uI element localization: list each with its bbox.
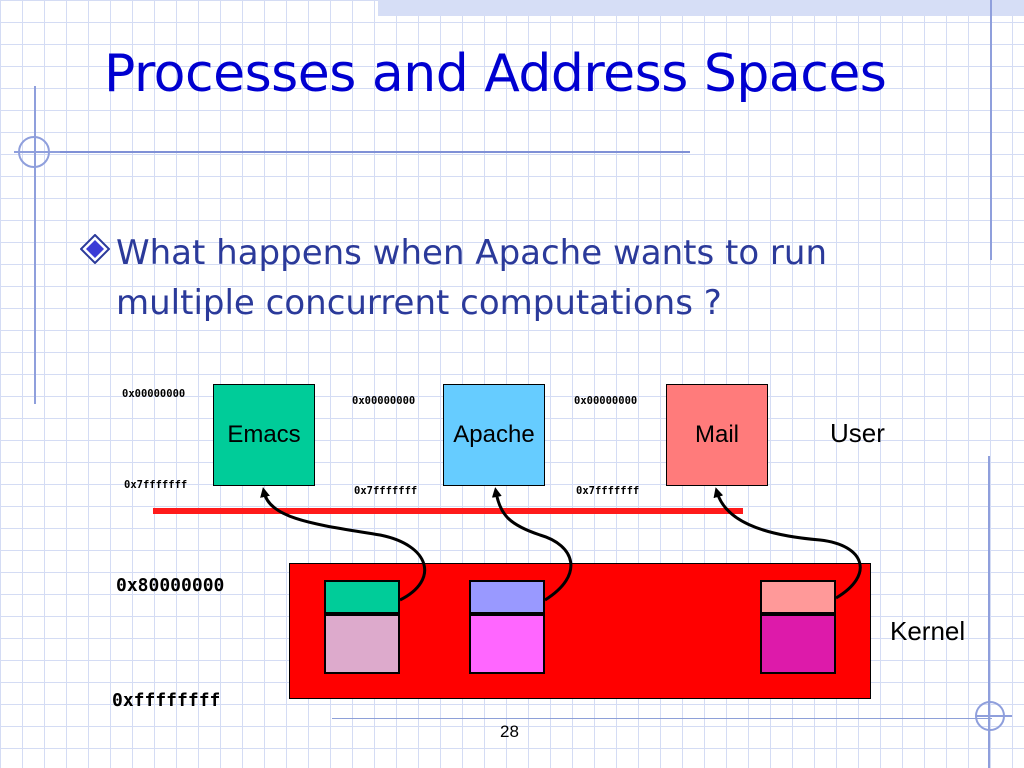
decor-vline-left [34, 86, 36, 404]
apache-addr-end: 0x7fffffff [354, 485, 418, 497]
decor-vline-right-lower [988, 456, 990, 768]
emacs-process-box: Emacs [213, 384, 315, 486]
diamond-bullet-icon [80, 234, 110, 264]
user-kernel-divider [153, 508, 743, 514]
arrow-apache [491, 487, 573, 602]
apache-addr-start: 0x00000000 [352, 395, 416, 407]
bullet-text: What happens when Apache wants to run mu… [116, 233, 828, 323]
kernel-page-emacs-bottom [324, 614, 400, 674]
emacs-addr-start: 0x00000000 [122, 388, 186, 400]
top-band [378, 0, 1024, 16]
kernel-start-addr: 0x80000000 [116, 575, 225, 596]
arrow-mail [713, 487, 862, 600]
mail-process-box: Mail [666, 384, 768, 486]
apache-process-box: Apache [443, 384, 545, 486]
kernel-page-emacs-top [324, 580, 400, 614]
emacs-addr-end: 0x7fffffff [124, 479, 188, 491]
kernel-page-mail-top [760, 580, 836, 614]
bottom-rule [332, 718, 992, 719]
kernel-page-mail-bottom [760, 614, 836, 674]
decor-vline-right [990, 0, 992, 260]
mail-addr-start: 0x00000000 [574, 395, 638, 407]
page-number: 28 [500, 722, 519, 741]
user-label: User [830, 418, 885, 448]
apache-label: Apache [453, 421, 535, 448]
kernel-page-apache-bottom [469, 614, 545, 674]
emacs-label: Emacs [227, 421, 301, 448]
kernel-end-addr: 0xffffffff [112, 690, 221, 711]
title-rule [36, 151, 690, 153]
arrow-emacs [260, 487, 427, 602]
kernel-label: Kernel [890, 616, 966, 646]
mail-addr-end: 0x7fffffff [576, 485, 640, 497]
slide-title: Processes and Address Spaces [104, 44, 887, 104]
kernel-page-apache-top [469, 580, 545, 614]
mail-label: Mail [694, 421, 739, 448]
